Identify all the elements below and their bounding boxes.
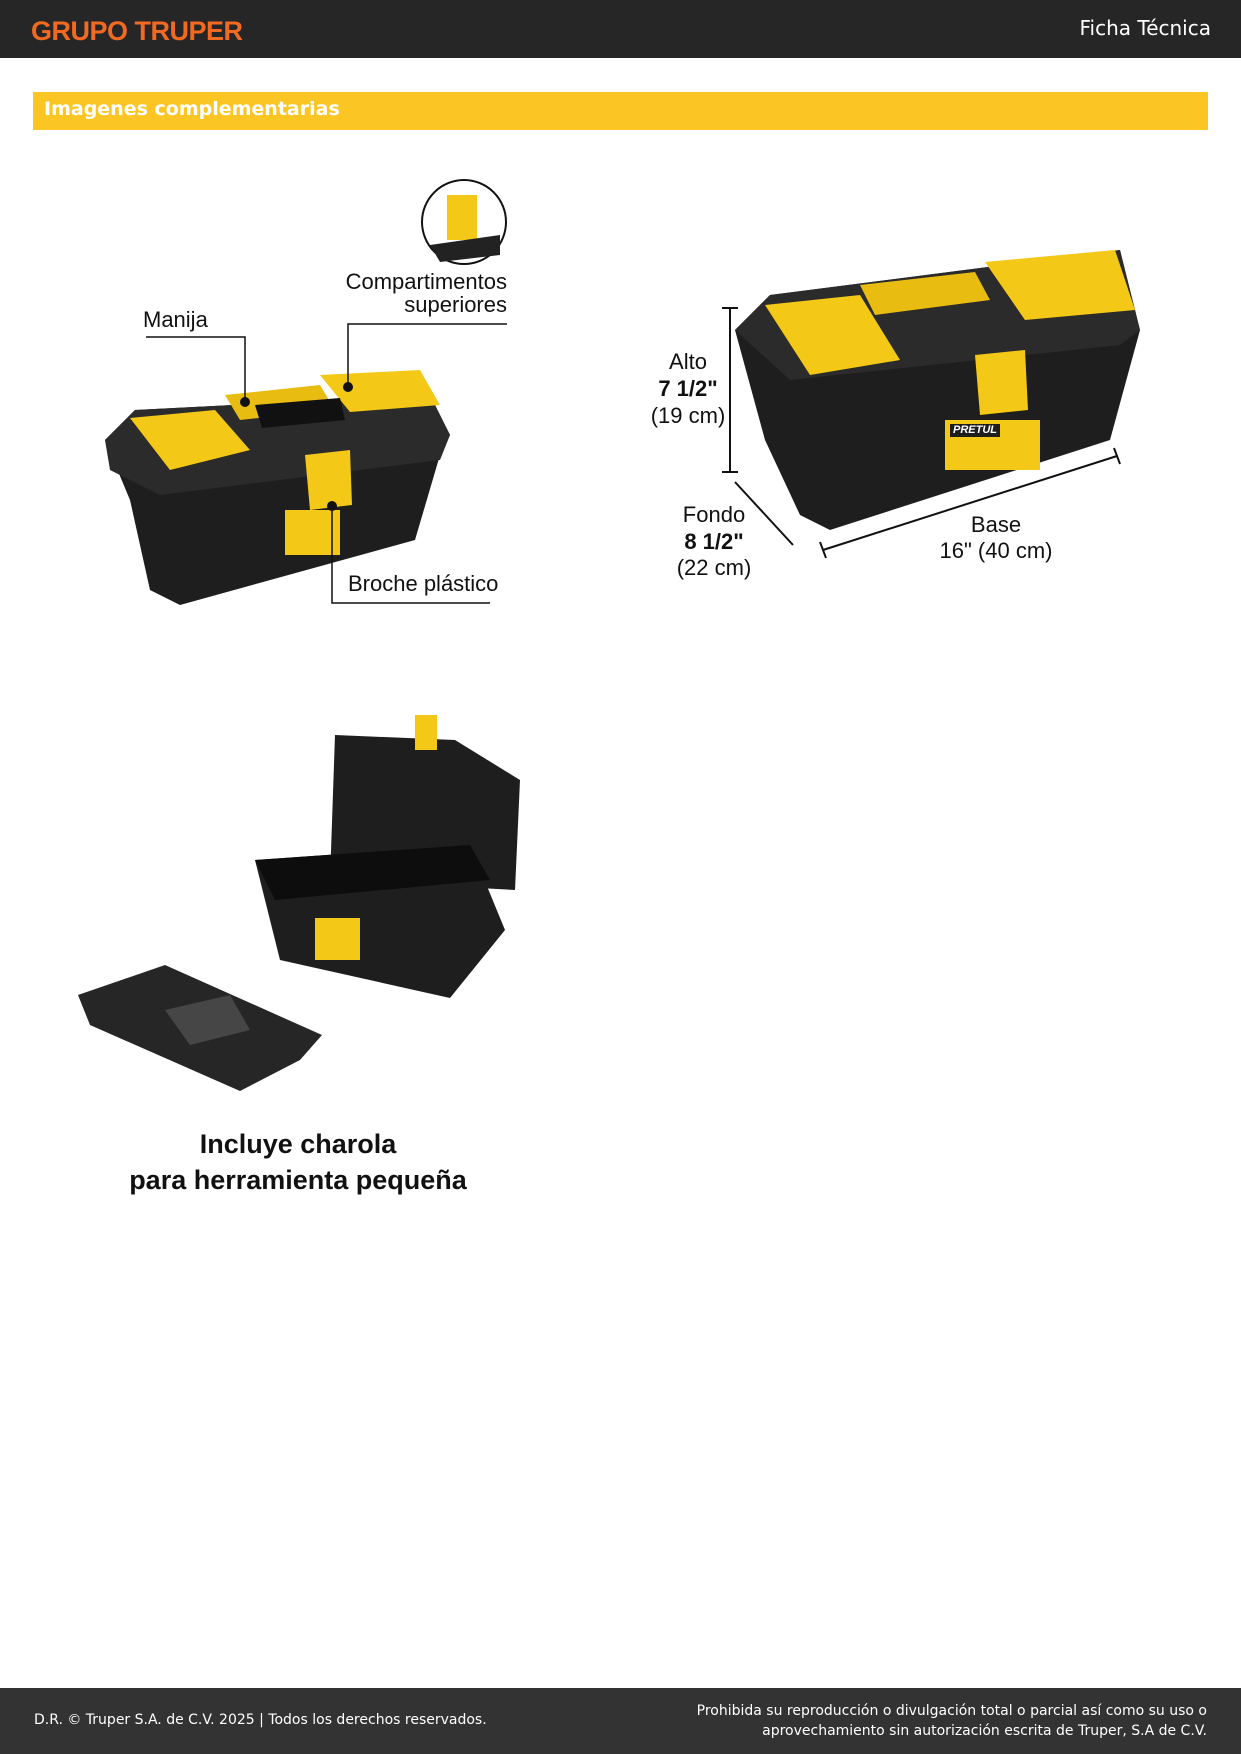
- label-clasp: Broche plástico: [348, 571, 499, 596]
- legal-notice: Prohibida su reproducción o divulgación …: [697, 1701, 1207, 1741]
- header-bar: GRUPO TRUPER Ficha Técnica: [0, 0, 1241, 58]
- caption-line-1: Incluye charola: [199, 1129, 397, 1159]
- height-label: Alto: [669, 349, 707, 374]
- label-compartments-1: Compartimentos: [345, 269, 507, 294]
- caption-line-2: para herramienta pequeña: [129, 1165, 467, 1195]
- section-title: Imagenes complementarias: [33, 92, 1208, 130]
- label-handle: Manija: [143, 307, 208, 332]
- toolbox-dimensions-image: [722, 250, 1140, 559]
- depth-label: Fondo: [682, 502, 746, 527]
- depth-metric: (22 cm): [676, 555, 752, 580]
- tray-caption: Incluye charola para herramienta pequeña: [129, 1126, 467, 1198]
- notice-line-1: Prohibida su reproducción o divulgación …: [696, 1703, 1207, 1719]
- toolbox-closed-image: [105, 179, 507, 605]
- base-label: Base: [970, 512, 1022, 537]
- depth-imperial: 8 1/2": [684, 529, 744, 554]
- brand-logo: GRUPO TRUPER: [31, 16, 243, 46]
- label-compartments-2: superiores: [404, 292, 507, 317]
- toolbox-open-image: [78, 715, 520, 1091]
- notice-line-2: aprovechamiento sin autorización escrita…: [762, 1723, 1207, 1739]
- base-value: 16" (40 cm): [939, 538, 1053, 563]
- footer: D.R. © Truper S.A. de C.V. 2025 | Todos …: [0, 1688, 1241, 1754]
- copyright-text: D.R. © Truper S.A. de C.V. 2025 | Todos …: [34, 1712, 487, 1728]
- document-type: Ficha Técnica: [1079, 16, 1212, 40]
- height-imperial: 7 1/2": [658, 376, 718, 401]
- height-metric: (19 cm): [650, 403, 726, 428]
- product-label-brand: PRETUL: [950, 424, 1000, 437]
